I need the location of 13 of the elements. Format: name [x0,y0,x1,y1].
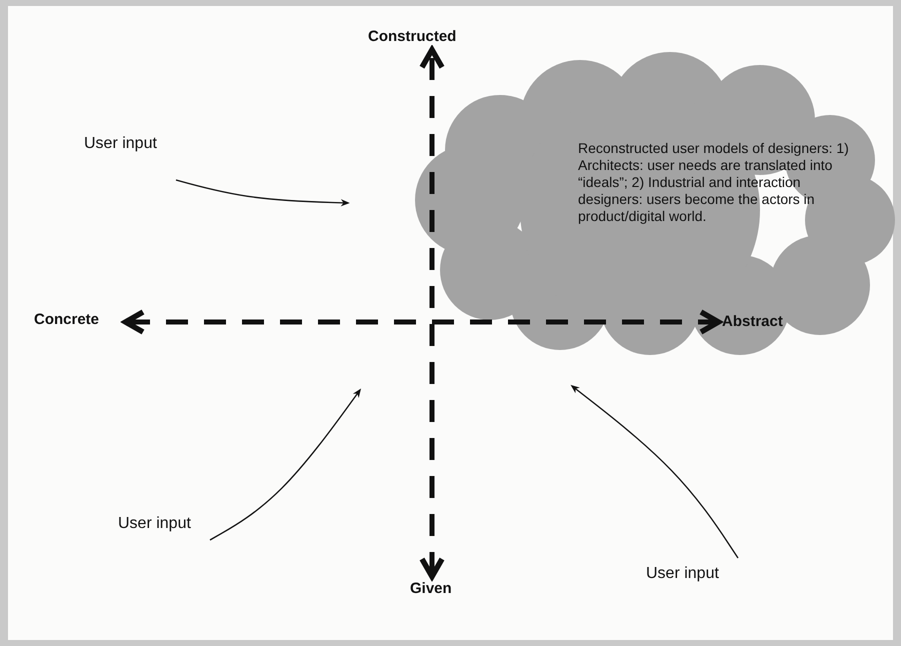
axis-label: Abstract [722,313,804,332]
axis-arrow [419,47,445,580]
axis-arrow [122,309,722,335]
axis-label: Given [410,580,460,598]
annotation-text: User input [118,514,208,534]
curved-arrow [570,384,739,558]
curved-arrow [210,388,362,541]
annotation-text: User input [84,134,174,154]
axis-label: Concrete [34,311,122,330]
cloud-text: Reconstructed user models of designers: 1) Architects: user needs are translated into “ideals”; 2) Industrial and interaction designers: users become the actors in product/digital world. [578,140,854,226]
curved-arrow [176,179,350,206]
annotation-text: User input [646,564,736,584]
axis-label: Constructed [368,28,478,46]
